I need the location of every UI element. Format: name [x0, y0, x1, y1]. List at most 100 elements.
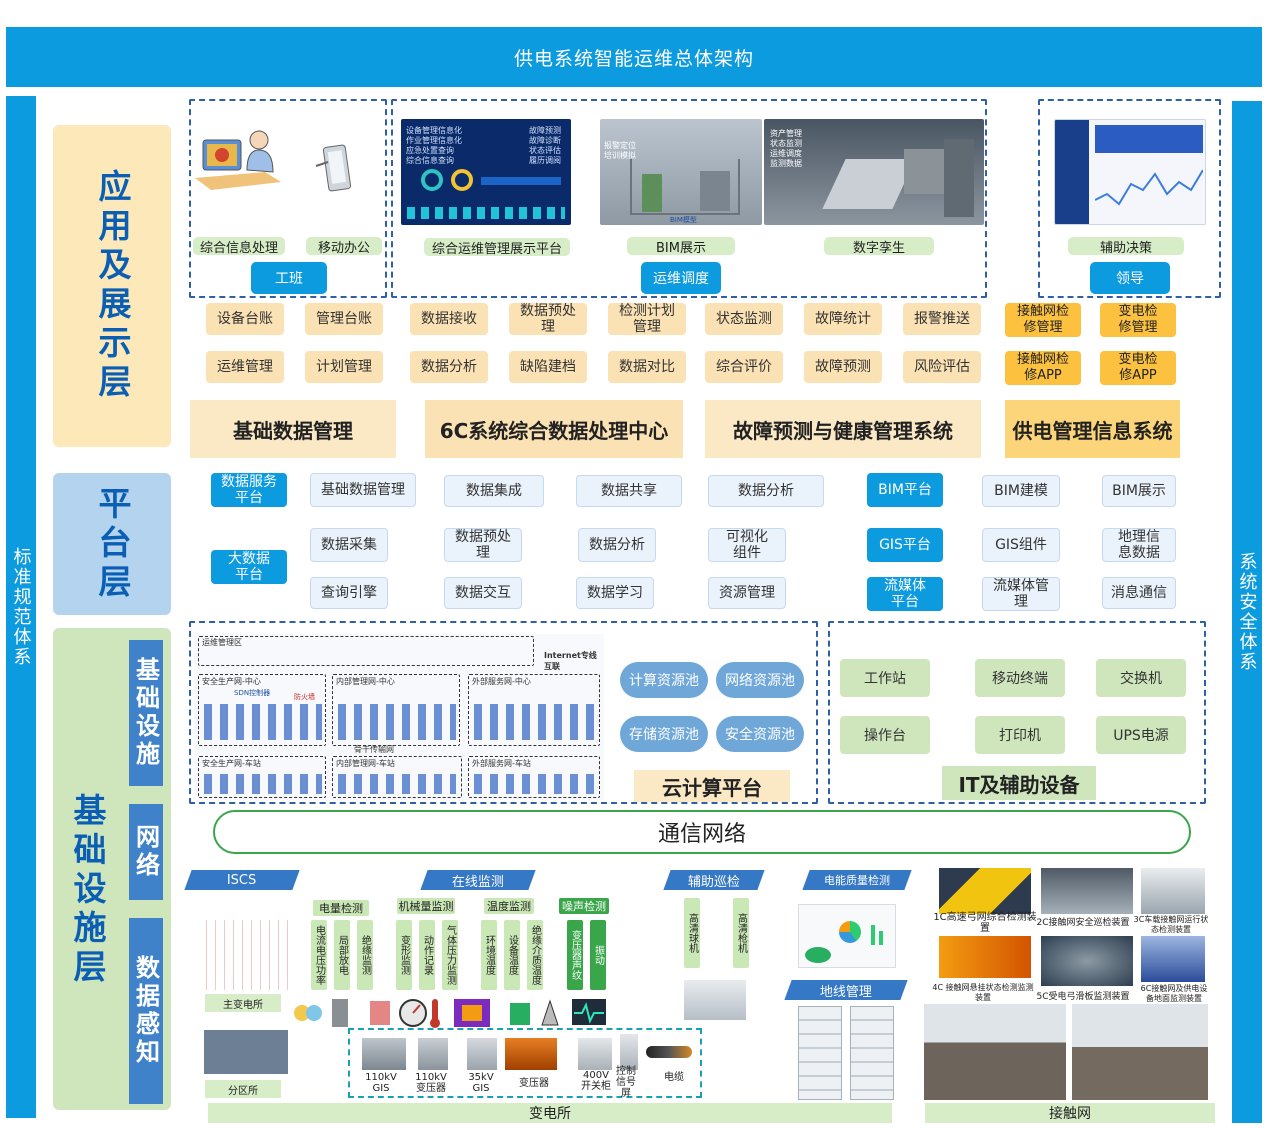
electric-monitor-title: 电量检测 [313, 900, 369, 916]
electric-item: 电流电压功率 [311, 920, 327, 990]
module-item[interactable]: 接触网检修管理 [1005, 303, 1081, 337]
leader-button[interactable]: 领导 [1090, 262, 1170, 294]
left-standards-bar: 标准规范体系 [6, 96, 36, 1118]
module-item[interactable]: 检测计划管理 [608, 303, 686, 335]
gis-platform[interactable]: GIS平台 [867, 528, 943, 562]
bim-platform[interactable]: BIM平台 [867, 473, 943, 507]
platform-item[interactable]: 资源管理 [708, 577, 786, 609]
net-label: 外部服务网-车站 [472, 759, 531, 768]
sensor-icons [294, 999, 606, 1028]
decision-dashboard-screen [1054, 119, 1206, 225]
module-item[interactable]: 风险评估 [903, 351, 981, 383]
substation-equipment-box [348, 1028, 702, 1098]
platform-item[interactable]: 查询引擎 [310, 577, 388, 609]
module-item[interactable]: 数据对比 [608, 351, 686, 383]
module-item[interactable]: 设备台账 [206, 303, 284, 335]
sub-station-label: 分区所 [205, 1080, 281, 1098]
platform-item[interactable]: 数据学习 [576, 577, 654, 609]
screen-text: 应急处置查询 [406, 146, 454, 155]
sub-network-label: 网络 [129, 804, 163, 900]
ground-cabinet-image [798, 1006, 842, 1100]
module-item[interactable]: 故障预测 [804, 351, 882, 383]
module-item[interactable]: 变电检修管理 [1100, 303, 1176, 337]
platform-item[interactable]: 流媒体管理 [982, 577, 1060, 611]
net-label: 安全生产网-中心 [202, 677, 261, 686]
it-item[interactable]: 工作站 [840, 659, 930, 697]
platform-item[interactable]: 数据预处理 [444, 528, 522, 562]
network-pool[interactable]: 网络资源池 [716, 662, 804, 698]
screen-text: 状态评估 [529, 146, 561, 155]
platform-item[interactable]: 消息通信 [1102, 577, 1176, 609]
module-item[interactable]: 计划管理 [305, 351, 383, 383]
big-data-platform[interactable]: 大数据平台 [211, 550, 287, 584]
screen-text: 故障诊断 [529, 136, 561, 145]
module-item[interactable]: 运维管理 [206, 351, 284, 383]
tag-ops-platform: 综合运维管理展示平台 [424, 238, 570, 257]
platform-item[interactable]: 可视化组件 [708, 528, 786, 562]
3c-image [1141, 868, 1205, 914]
workshop-button[interactable]: 工班 [251, 262, 327, 294]
platform-item[interactable]: 数据交互 [444, 577, 522, 609]
storage-pool[interactable]: 存储资源池 [620, 716, 708, 752]
it-equipment-title: IT及辅助设备 [942, 766, 1096, 800]
module-item[interactable]: 状态监测 [705, 303, 783, 335]
equipment-image [505, 1038, 557, 1070]
module-item[interactable]: 报警推送 [903, 303, 981, 335]
right-security-bar: 系统安全体系 [1232, 101, 1262, 1123]
catenary-bottom-label: 接触网 [925, 1103, 1215, 1123]
noise-monitor-title: 噪声检测 [559, 898, 609, 914]
equipment-label: 110kV GIS [365, 1072, 397, 1094]
1c-image [939, 868, 1031, 914]
patrol-item: 高清球机 [684, 898, 700, 968]
cam-label: 3C车载接触网运行状态检测装置 [1133, 915, 1209, 934]
equipment-label: 电缆 [664, 1071, 684, 1083]
screen-text: 设备管理信息化 [406, 126, 462, 135]
dispatch-button[interactable]: 运维调度 [641, 262, 721, 294]
streaming-platform[interactable]: 流媒体平台 [867, 577, 943, 611]
screen-text: 资产管理 [770, 129, 802, 138]
cam-label: 2C接触网安全巡检装置 [1036, 917, 1130, 928]
it-item[interactable]: UPS电源 [1096, 716, 1186, 754]
module-item[interactable]: 变电检修APP [1100, 351, 1176, 385]
platform-item[interactable]: 数据集成 [444, 475, 544, 507]
platform-item[interactable]: 数据共享 [576, 475, 682, 507]
power-quality-dashboard [798, 904, 896, 968]
ops-dashboard-screen: 设备管理信息化 作业管理信息化 应急处置查询 综合信息查询 故障预测 故障诊断 … [401, 119, 571, 225]
module-item[interactable]: 缺陷建档 [509, 351, 587, 383]
equipment-image [418, 1038, 448, 1070]
sub-sensing-label: 数据感知 [129, 918, 163, 1104]
equipment-image [467, 1038, 497, 1070]
track-image [924, 1004, 1066, 1100]
main-substation-diagram [198, 920, 288, 990]
temp-item: 环境温度 [481, 920, 497, 990]
platform-item[interactable]: 数据采集 [310, 528, 388, 562]
module-item[interactable]: 综合评价 [705, 351, 783, 383]
platform-item[interactable]: GIS组件 [982, 528, 1060, 562]
module-item[interactable]: 接触网检修APP [1005, 351, 1081, 385]
module-title-phm: 故障预测与健康管理系统 [705, 400, 981, 458]
platform-item[interactable]: 基础数据管理 [310, 473, 416, 507]
cam-label: 1C高速弓网综合检测装置 [933, 912, 1037, 934]
platform-item[interactable]: 地理信息数据 [1102, 528, 1176, 562]
app-group-dispatch [391, 99, 987, 298]
module-item[interactable]: 故障统计 [804, 303, 882, 335]
module-item[interactable]: 管理台账 [305, 303, 383, 335]
it-item[interactable]: 操作台 [840, 716, 930, 754]
module-item[interactable]: 数据接收 [410, 303, 488, 335]
data-service-platform[interactable]: 数据服务平台 [211, 473, 287, 507]
it-item[interactable]: 打印机 [975, 716, 1065, 754]
module-item[interactable]: 数据预处理 [509, 303, 587, 335]
platform-layer-label: 平台层 [53, 473, 171, 615]
platform-item[interactable]: BIM展示 [1102, 475, 1176, 507]
platform-item[interactable]: 数据分析 [578, 528, 656, 562]
it-item[interactable]: 交换机 [1096, 659, 1186, 697]
platform-item[interactable]: BIM建模 [982, 475, 1060, 507]
security-pool[interactable]: 安全资源池 [716, 716, 804, 752]
compute-pool[interactable]: 计算资源池 [620, 662, 708, 698]
tag-mobile-office: 移动办公 [306, 237, 382, 256]
module-item[interactable]: 数据分析 [410, 351, 488, 383]
it-item[interactable]: 移动终端 [975, 659, 1065, 697]
platform-item[interactable]: 数据分析 [708, 475, 824, 507]
cam-label: 6C接触网及供电设备地面监测装置 [1140, 984, 1208, 1003]
mechanical-monitor-title: 机械量监测 [397, 898, 455, 914]
